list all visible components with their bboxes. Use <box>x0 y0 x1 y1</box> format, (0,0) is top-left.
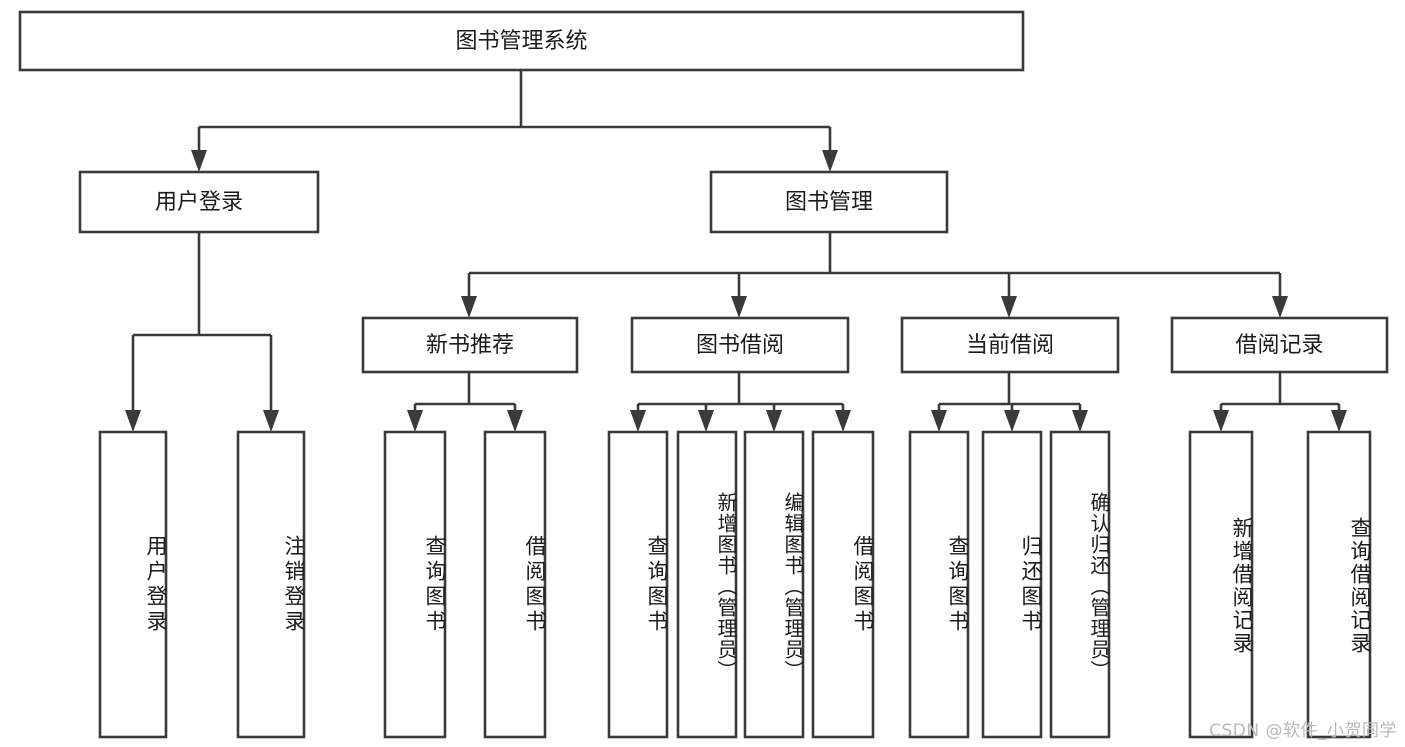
node-current-borrow[interactable] <box>900 316 1120 374</box>
arrow-to-leaf-logout <box>263 410 279 432</box>
arrow-to-borrow-record <box>1272 296 1288 318</box>
arrow-to-leaf-query-book-recommend <box>407 410 423 432</box>
arrow-to-leaf-query-record <box>1331 410 1347 432</box>
connector-layer <box>125 70 1347 432</box>
leaf-box-borrow-book-recommend[interactable] <box>483 430 547 739</box>
arrow-to-leaf-return-book <box>1004 410 1020 432</box>
arrow-to-user-login <box>191 150 207 172</box>
arrow-to-leaf-add-book <box>698 410 714 432</box>
leaf-box-user-login[interactable] <box>98 430 168 739</box>
leaf-box-query-borrow-record[interactable] <box>1306 430 1372 739</box>
leaf-box-add-book-admin[interactable] <box>676 430 738 739</box>
arrow-to-leaf-borrow-book-recommend <box>507 410 523 432</box>
csdn-watermark: CSDN @软件_小贺同学 <box>1209 721 1397 741</box>
node-book-borrow[interactable] <box>630 316 850 374</box>
leaf-box-query-book-recommend[interactable] <box>383 430 447 739</box>
node-current-borrow-label: 当前借阅 <box>966 333 1054 358</box>
node-borrow-record[interactable] <box>1170 316 1389 374</box>
node-user-login[interactable] <box>78 170 320 234</box>
arrow-to-new-book-recommend <box>461 296 477 318</box>
node-book-management[interactable] <box>709 170 949 234</box>
node-user-login-label: 用户登录 <box>155 190 243 215</box>
arrow-to-leaf-edit-book <box>766 410 782 432</box>
leaf-box-edit-book-admin[interactable] <box>743 430 805 739</box>
arrow-to-leaf-borrow-book <box>835 410 851 432</box>
node-book-management-label: 图书管理 <box>785 190 873 215</box>
arrow-to-leaf-add-record <box>1213 410 1229 432</box>
arrow-to-book-management <box>822 150 838 172</box>
leaf-box-borrow-book[interactable] <box>811 430 875 739</box>
leaf-box-logout[interactable] <box>236 430 306 739</box>
leaf-box-query-book-current[interactable] <box>908 430 970 739</box>
arrow-to-current-borrow <box>1001 296 1017 318</box>
node-root-label: 图书管理系统 <box>455 29 587 54</box>
arrow-to-leaf-user-login <box>125 410 141 432</box>
node-book-borrow-label: 图书借阅 <box>696 333 784 358</box>
node-borrow-record-label: 借阅记录 <box>1235 333 1323 358</box>
arrow-to-leaf-query-book-borrow <box>630 410 646 432</box>
node-new-book-recommend[interactable] <box>361 316 579 374</box>
arrow-to-leaf-confirm-return <box>1072 410 1088 432</box>
node-new-book-recommend-label: 新书推荐 <box>426 333 514 358</box>
leaf-box-add-borrow-record[interactable] <box>1188 430 1254 739</box>
leaf-box-return-book[interactable] <box>981 430 1043 739</box>
arrow-to-leaf-query-book-current <box>931 410 947 432</box>
node-root-book-management-system[interactable] <box>18 10 1025 72</box>
node-layer: 图书管理系统 用户登录 图书管理 新书推荐 图书借阅 当前借阅 借阅记录 <box>18 10 1389 739</box>
arrow-to-book-borrow <box>731 296 747 318</box>
leaf-box-query-book-borrow[interactable] <box>607 430 669 739</box>
leaf-box-confirm-return-admin[interactable] <box>1049 430 1111 739</box>
